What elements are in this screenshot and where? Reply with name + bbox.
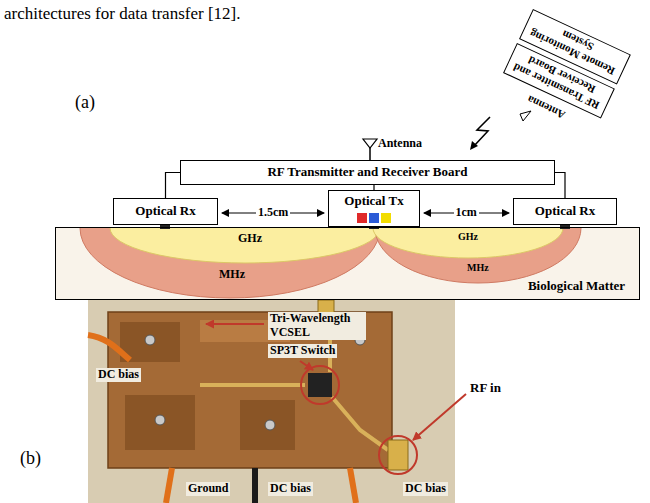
band-label: MHz: [467, 262, 489, 274]
pointer-arrow: [206, 323, 264, 325]
connector-line: [555, 173, 565, 199]
pin-label: Ground: [186, 482, 230, 496]
antenna-symbol: [363, 139, 377, 160]
field-regions: [80, 227, 581, 298]
band-label: MHz: [219, 268, 245, 282]
pin-label: DC bias: [403, 482, 448, 496]
part-label: SP3T Switch: [268, 344, 337, 358]
pin-label: DC bias: [96, 368, 141, 382]
panel-label: (a): [75, 92, 95, 113]
pin-label: DC bias: [268, 482, 313, 496]
highlight-circle: [379, 436, 417, 474]
transmitter-box: Optical Tx: [328, 190, 420, 227]
wireless-link-head: [470, 141, 478, 150]
node-text: Biological Matter: [528, 279, 625, 294]
antenna-label: Antenna: [378, 137, 422, 151]
laser-square: [381, 213, 391, 223]
panel-label: (b): [20, 448, 41, 469]
node-text: Optical Rx: [135, 204, 195, 219]
band-label: GHz: [458, 231, 478, 243]
dimension-label: 1cm: [454, 206, 479, 220]
band-label: GHz: [238, 232, 262, 246]
tissue-band: Biological Matter: [55, 227, 640, 300]
laser-square: [357, 213, 367, 223]
dimension-label: 1.5cm: [256, 206, 290, 220]
pointer-arrow: [300, 361, 313, 370]
highlight-circle: [301, 366, 339, 404]
laser-square: [369, 213, 379, 223]
connector-line: [166, 173, 181, 199]
board-box: RF Transmitter and Receiver Board: [180, 160, 555, 185]
wireless-link: [474, 117, 490, 146]
node-text: Optical Rx: [535, 204, 595, 219]
antenna-symbol: [520, 111, 531, 121]
node-text: Optical Tx: [329, 194, 419, 209]
receiver-box: Optical Rx: [113, 198, 218, 225]
part-label: Tri-Wavelength VCSEL: [268, 312, 366, 340]
pin-label: RF in: [470, 381, 501, 396]
pointer-arrow: [413, 394, 466, 440]
board-photo: [88, 300, 455, 503]
node-text: RF Transmitter and Receiver Board: [267, 165, 467, 180]
receiver-box: Optical Rx: [513, 198, 617, 225]
paper-text: architectures for data transfer [12].: [4, 4, 240, 24]
